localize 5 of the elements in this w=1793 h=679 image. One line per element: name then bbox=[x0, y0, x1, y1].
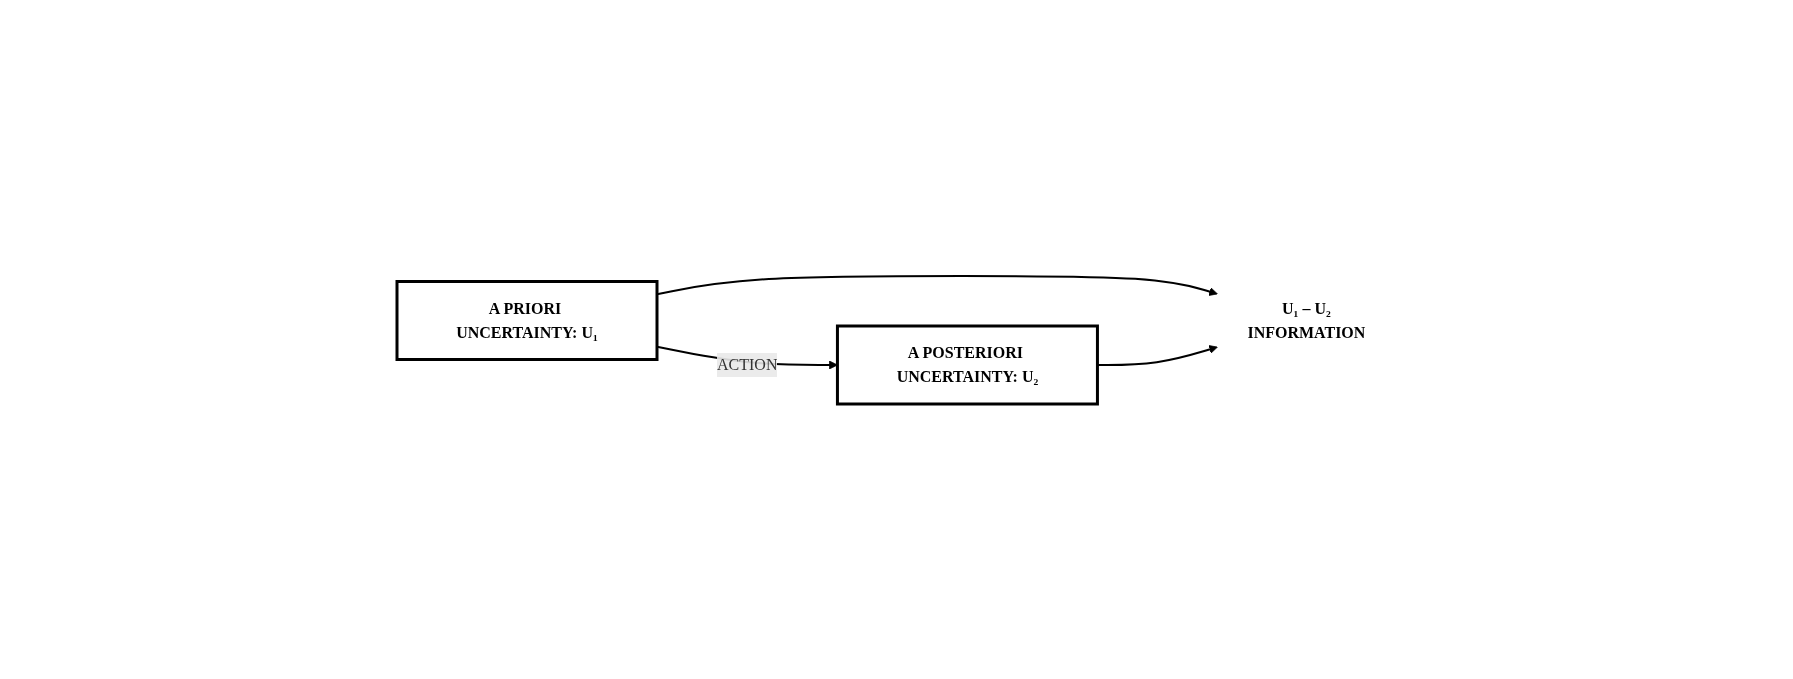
node-box: A POSTERIORI UNCERTAINTY: U₂ bbox=[836, 324, 1100, 405]
node-box: A PRIORI UNCERTAINTY: U₁ bbox=[395, 279, 659, 361]
node-label: INFORMATION bbox=[1247, 323, 1366, 340]
node-text: U₁ – U₂ bbox=[1282, 299, 1332, 316]
edge-label: ACTION bbox=[717, 355, 778, 373]
